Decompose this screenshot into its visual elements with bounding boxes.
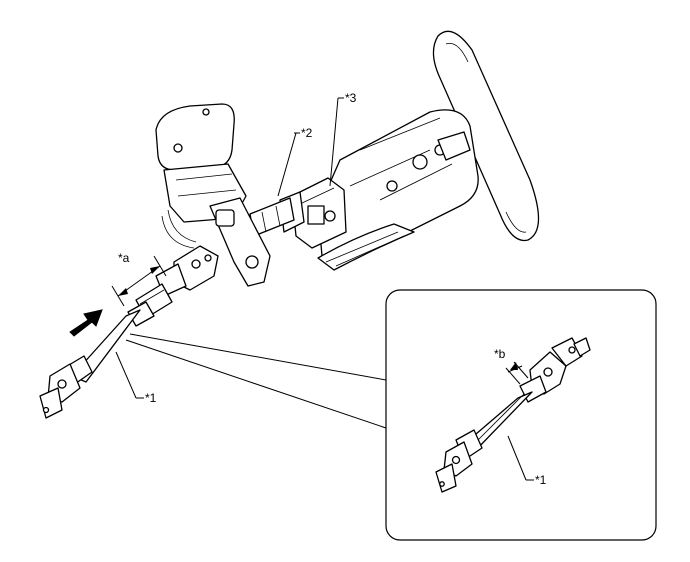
- detail-view: *b *1: [385, 289, 657, 541]
- label-2: *2: [301, 126, 313, 140]
- leader-2: [277, 132, 297, 197]
- intermediate-shaft: [39, 283, 173, 419]
- leader-3: [329, 97, 339, 187]
- zoom-line-upper: [129, 333, 387, 381]
- zoom-line-lower: [125, 339, 387, 429]
- eps-motor: [155, 103, 271, 287]
- column-bracket: [317, 223, 415, 271]
- label-1-main: *1: [145, 391, 157, 405]
- steering-wheel: [432, 30, 540, 242]
- detail-frame: [385, 289, 657, 541]
- steering-column-housing: [317, 109, 479, 259]
- upper-universal-joint: [155, 245, 219, 297]
- dimension-b: [505, 361, 529, 385]
- label-3: *3: [345, 91, 357, 105]
- label-a: *a: [118, 251, 130, 265]
- leader-1-main: [115, 351, 137, 399]
- arrow-up-right-icon: [69, 309, 103, 337]
- detail-shaft: [435, 337, 591, 493]
- leader-1-detail: [507, 435, 527, 481]
- label-1-detail: *1: [535, 473, 547, 487]
- label-b: *b: [494, 347, 506, 361]
- dimension-a: [111, 255, 167, 307]
